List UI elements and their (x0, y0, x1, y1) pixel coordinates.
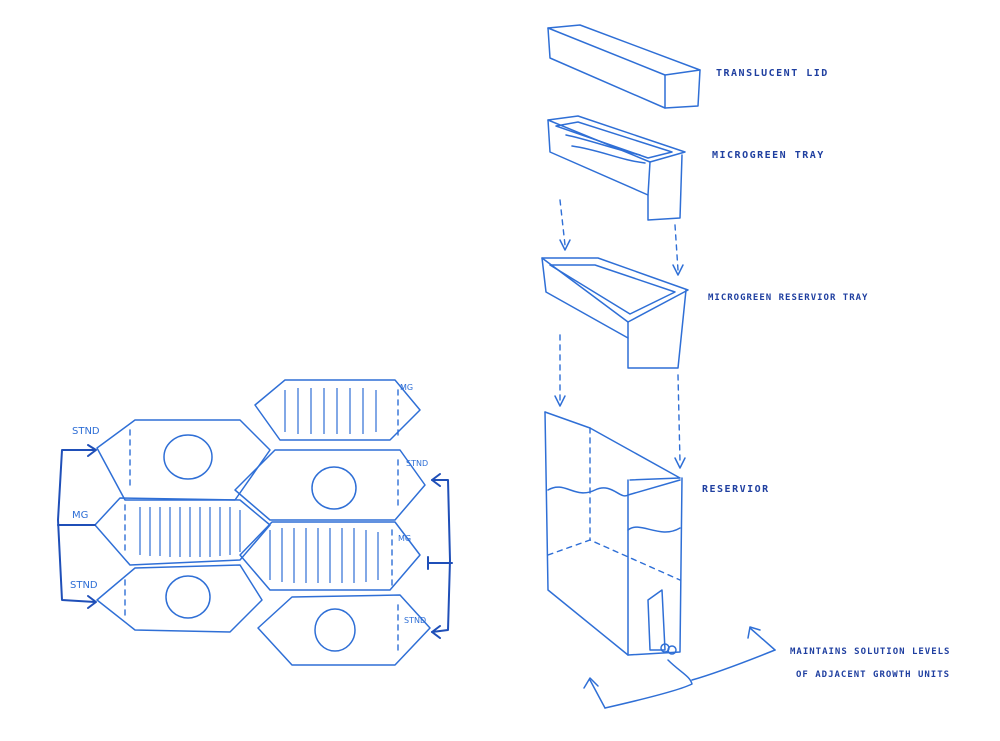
hex-mg-mid-right (239, 521, 421, 591)
label-microgreen-reservoir-tray: MICROGREEN RESERVIOR TRAY (708, 293, 868, 303)
left-connection-arrows (57, 444, 97, 609)
hex-stnd-top (96, 419, 271, 501)
hex-stnd-bottom-left (96, 564, 263, 633)
tag-stnd-right: STND (406, 459, 428, 468)
tag-mg-mid-right: MG (398, 534, 411, 543)
base-flow-arrows (583, 626, 776, 709)
label-note-line2: OF ADJACENT GROWTH UNITS (796, 670, 950, 680)
hex-mg-left-hatch (139, 507, 241, 557)
microgreen-reservoir-tray (541, 257, 689, 369)
hex-layout: STND MG STND MG STND MG STND (57, 379, 453, 666)
translucent-lid (547, 24, 701, 109)
hex-mg-top-right-hatch (284, 388, 377, 434)
tag-mg-left: MG (72, 510, 88, 521)
tag-mg-top-right: MG (400, 383, 413, 392)
label-note-line1: MAINTAINS SOLUTION LEVELS (790, 647, 950, 657)
hex-mg-left (94, 497, 271, 566)
exploded-view: TRANSLUCENT LID MICROGREEN TRAY MICROGRE… (541, 24, 950, 709)
hex-mg-mid-right-hatch (269, 528, 379, 583)
right-connection-arrows (427, 473, 453, 639)
tag-stnd-top: STND (72, 426, 100, 437)
hex-mg-top-right (254, 379, 421, 441)
hex-stnd-bottom-right (257, 594, 431, 666)
tag-stnd-bottom-left: STND (70, 580, 98, 591)
microgreen-tray (547, 115, 686, 221)
assembly-guides (554, 199, 686, 469)
label-translucent-lid: TRANSLUCENT LID (716, 68, 829, 79)
tag-stnd-bottom-right: STND (404, 616, 426, 625)
label-reservoir: RESERVIOR (702, 484, 770, 495)
label-microgreen-tray: MICROGREEN TRAY (712, 150, 825, 161)
hex-stnd-right (234, 449, 426, 521)
reservoir (544, 411, 683, 656)
